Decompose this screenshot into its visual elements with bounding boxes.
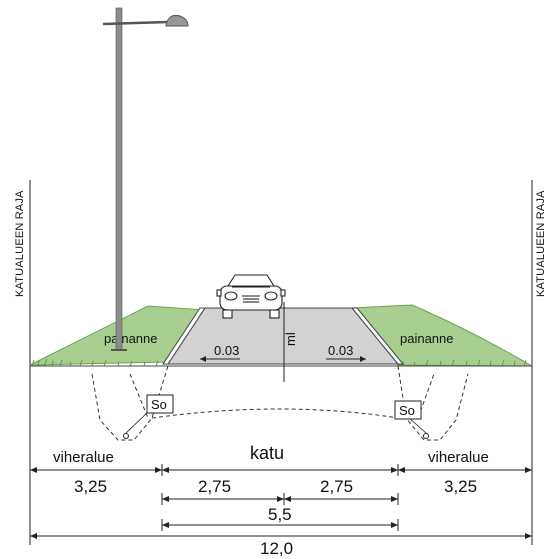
dimension-green-left: 3,25	[74, 477, 107, 496]
curb-left	[162, 307, 206, 365]
drain-label-left: So	[151, 397, 167, 412]
drain-label-right: So	[399, 403, 415, 418]
curb-right	[350, 307, 405, 365]
dimension-total: 12,0	[260, 539, 293, 558]
drain-pipe-right	[423, 433, 429, 439]
dimension-lane-left: 2,75	[198, 477, 231, 496]
ditch-label-left: painanne	[104, 331, 158, 346]
dimension-green-right: 3,25	[444, 477, 477, 496]
street-light	[102, 7, 189, 351]
light-arm	[102, 20, 169, 26]
boundary-label-right: KATUALUEEN RAJA	[535, 190, 546, 297]
dimension-lane-right: 2,75	[320, 477, 353, 496]
drain-label-box-right	[394, 400, 422, 420]
centerline-label: ml	[283, 332, 298, 346]
drain-leader-left	[125, 411, 149, 434]
dimension-arrowheads	[30, 467, 532, 539]
car-front-view	[216, 274, 286, 319]
zone-label-right: viheralue	[428, 449, 489, 466]
dimension-carriageway: 5,5	[268, 505, 292, 524]
slope-arrowhead-left	[200, 356, 206, 362]
light-pole	[115, 7, 123, 351]
slope-label-left: 0.03	[214, 343, 239, 358]
zone-label-center: katu	[250, 443, 284, 463]
drain-label-box-left	[146, 394, 174, 414]
slope-arrowhead-right	[360, 356, 366, 362]
boundary-label-left: KATUALUEEN RAJA	[14, 190, 26, 297]
zone-label-left: viheralue	[53, 449, 114, 466]
dimension-lines	[29, 464, 533, 542]
slope-label-right: 0.03	[328, 343, 353, 358]
light-luminaire	[165, 15, 189, 27]
drain-leader-right	[407, 416, 427, 434]
ditch-label-right: painanne	[400, 331, 454, 346]
drain-pipe-left	[123, 433, 129, 439]
